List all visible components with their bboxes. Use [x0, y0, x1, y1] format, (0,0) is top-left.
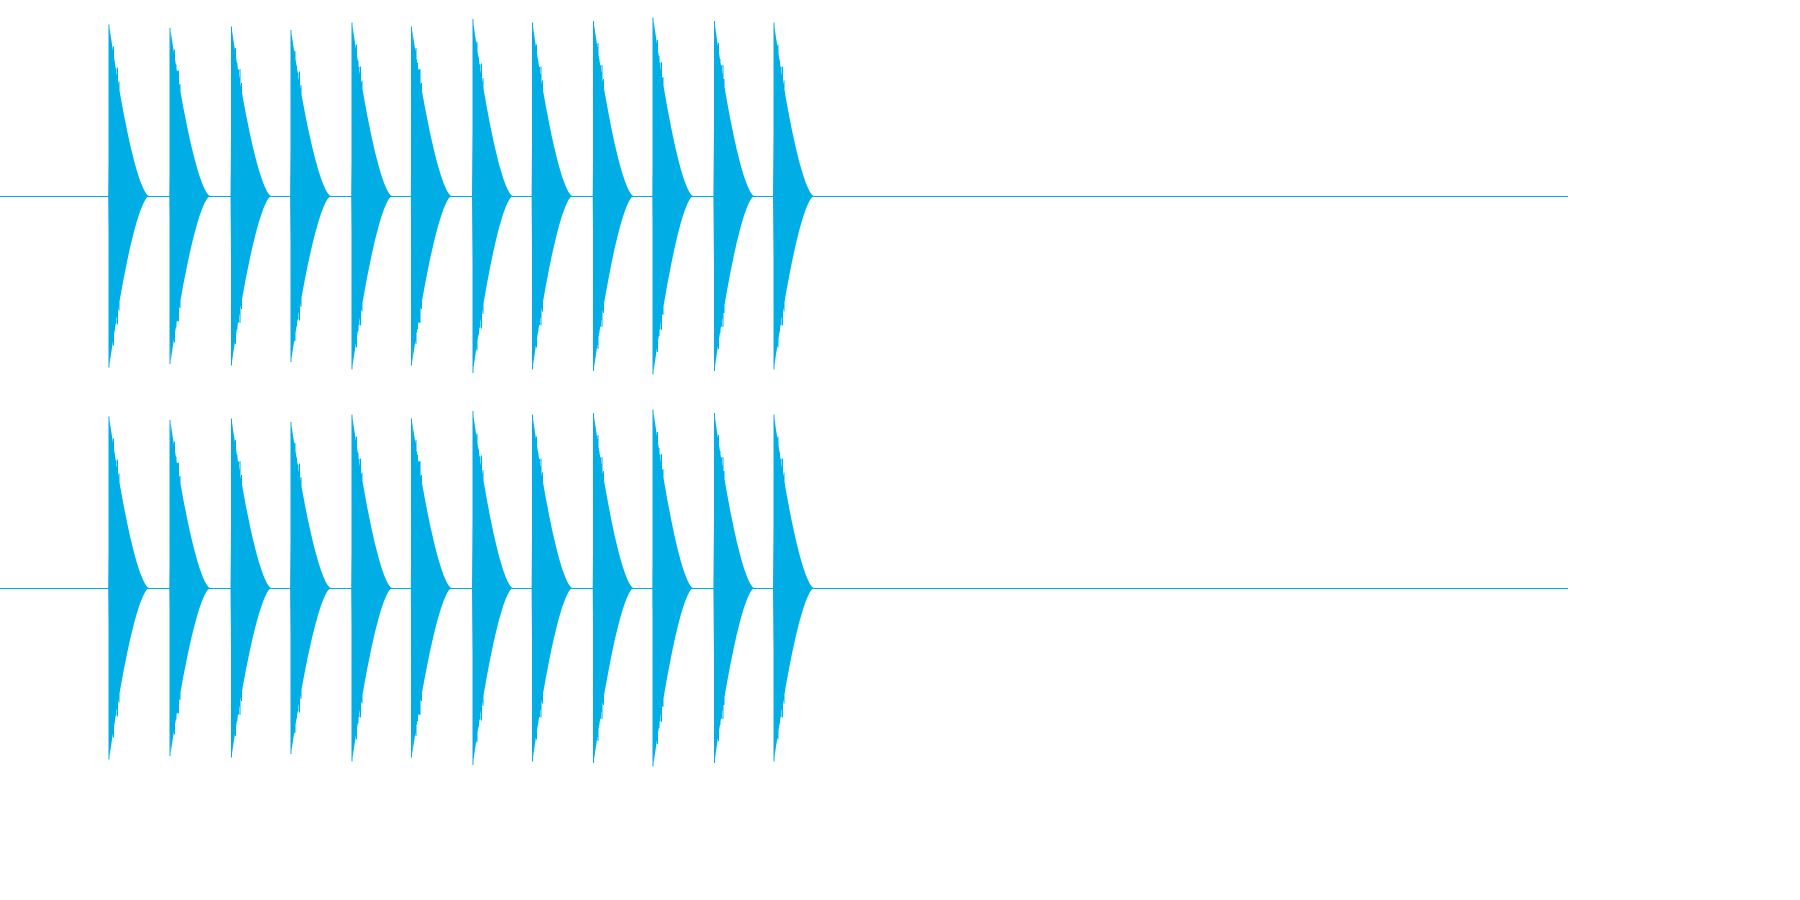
channel-1-waveform: [0, 17, 1568, 375]
waveform-burst: [472, 414, 513, 762]
waveform-burst: [472, 22, 513, 370]
waveform-burst: [108, 28, 149, 364]
waveform-burst: [230, 421, 272, 755]
waveform-burst: [773, 26, 814, 366]
waveform-burst: [230, 29, 272, 363]
waveform-burst: [169, 423, 211, 753]
waveform-burst: [108, 420, 149, 756]
waveform-burst: [531, 418, 573, 758]
waveform-burst: [713, 416, 755, 760]
waveform-burst: [351, 418, 392, 758]
waveform-burst: [531, 26, 573, 366]
channel-2-waveform: [0, 409, 1568, 767]
waveform-burst: [773, 418, 814, 758]
waveform-burst: [592, 24, 634, 368]
waveform-burst: [652, 413, 694, 763]
waveform-burst: [713, 24, 755, 368]
waveform-burst: [410, 421, 452, 755]
waveform-chart: [0, 17, 1568, 767]
waveform-burst: [592, 416, 634, 760]
waveform-burst: [351, 26, 392, 366]
waveform-burst: [652, 21, 694, 371]
waveform-burst: [410, 29, 452, 363]
waveform-burst: [169, 31, 211, 361]
waveform-burst: [290, 33, 331, 359]
waveform-burst: [290, 425, 331, 751]
